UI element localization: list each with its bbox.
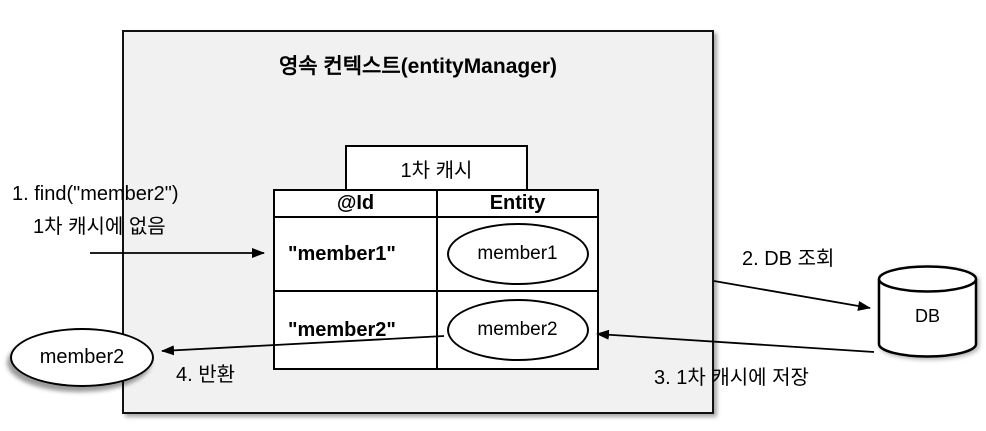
step1-cache-miss-label: 1차 캐시에 없음	[33, 216, 166, 238]
step4-return-label: 4. 반환	[176, 364, 236, 386]
db-cylinder	[877, 265, 978, 358]
first-level-cache-table: @Id Entity "member1" member1 "member2" m…	[273, 189, 599, 370]
table-header-id: @Id	[275, 191, 438, 218]
db-label: DB	[914, 306, 940, 326]
persistence-context-title: 영속 컨텍스트(entityManager)	[278, 55, 558, 78]
step2-db-lookup-label: 2. DB 조회	[742, 248, 835, 270]
step3-cache-store-label: 3. 1차 캐시에 저장	[654, 367, 809, 389]
table-cell-entity-row2: member2	[438, 292, 597, 368]
entity-ellipse-member2: member2	[446, 299, 589, 361]
first-level-cache-label: 1차 캐시	[345, 145, 528, 191]
db-cylinder-top	[877, 265, 978, 293]
table-cell-id-row1: "member1"	[275, 218, 438, 292]
returned-entity-ellipse: member2	[10, 328, 154, 387]
table-cell-entity-row1: member1	[438, 218, 597, 292]
db-cylinder-body	[877, 279, 978, 358]
step1-find-label: 1. find("member2")	[12, 183, 179, 205]
entity-ellipse-member1: member1	[446, 223, 589, 285]
table-cell-id-row2: "member2"	[275, 292, 438, 368]
arrow-db-lookup	[713, 280, 871, 311]
table-header-entity: Entity	[438, 191, 597, 218]
